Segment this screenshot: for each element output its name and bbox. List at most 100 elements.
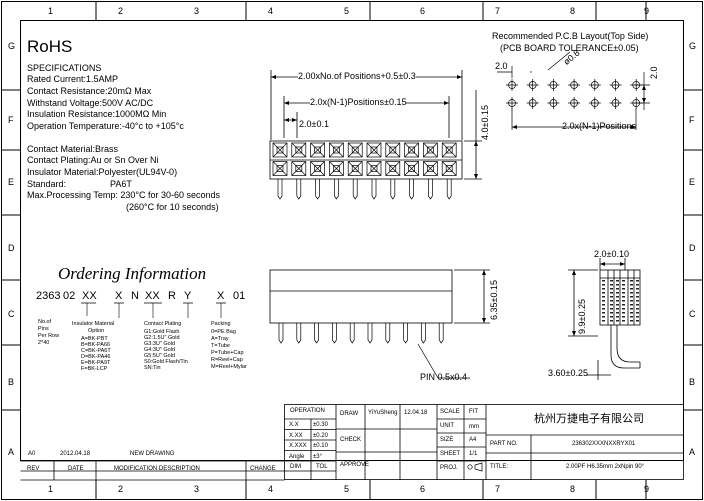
scale-label: SCALE: [440, 409, 460, 415]
code-part-9: X: [217, 290, 225, 302]
plating-opt-3: G3:3U" Gold: [144, 341, 175, 347]
col-label-2: 2: [118, 6, 124, 16]
operation-label: OPERATION: [290, 408, 325, 414]
proj-label: PROJ.: [440, 465, 458, 471]
tol-row4-key: Angle: [289, 454, 305, 460]
side-dim-offset: 3.60±0.25: [548, 368, 588, 378]
col-label-8b: 8: [570, 484, 576, 494]
code-part-7: R: [168, 290, 176, 302]
col-label-2b: 2: [118, 484, 124, 494]
col-label-3b: 3: [194, 484, 200, 494]
code-part-2: 02: [63, 290, 76, 302]
modification-header: MODIFICATION DESCRIPTION: [114, 466, 200, 472]
insulator-opt-1: A=BK-PBT: [81, 336, 108, 342]
material-line-3: Insulator Material:Polyester(UL94V-0): [27, 167, 178, 177]
size-value: A4: [469, 437, 477, 443]
part-no-label: PART NO.: [490, 441, 518, 447]
row-label-a: A: [8, 447, 15, 457]
tol-row1-key: X.X: [289, 422, 299, 428]
code-part-3: XX: [82, 290, 97, 302]
drawer-name: YiYuSheng: [368, 410, 398, 416]
row-label-g-r: G: [689, 41, 697, 51]
code-part-8: Y: [184, 290, 192, 302]
row-label-g: G: [8, 41, 16, 51]
tol-row1-val: ±0.30: [313, 422, 328, 428]
approve-label: APPROVE: [340, 462, 370, 468]
change-header: CHANGE: [250, 466, 276, 472]
dim-total-length: 2.00xNo.of Positions+0.5±0.3: [298, 71, 416, 81]
rev-value: A0: [28, 451, 36, 457]
col-label-5b: 5: [344, 484, 350, 494]
row-label-a-r: A: [689, 447, 696, 457]
packing-opt-2: A=Tray: [211, 336, 229, 342]
col-label-9b: 9: [644, 484, 650, 494]
ordering-title: Ordering Information: [58, 264, 207, 283]
check-label: CHECK: [340, 437, 362, 443]
rohs-mark: RoHS: [27, 37, 73, 56]
row-label-c-r: C: [689, 309, 696, 319]
processing-line-2: (260°C for 10 seconds): [126, 202, 219, 212]
pcb-subtitle: (PCB BOARD TOLERANCE±0.05): [500, 43, 639, 53]
sheet-label: SHEET: [440, 451, 461, 457]
packing-opt-5: R=Reel+Cap: [211, 357, 243, 363]
insulator-opt-6: F=BK-LCP: [81, 366, 108, 372]
row-label-b-r: B: [689, 377, 696, 387]
size-label: SIZE: [440, 437, 454, 443]
col-label-4: 4: [268, 6, 274, 16]
pcb-title: Recommended P.C.B Layout(Top Side): [492, 31, 649, 41]
standard-label: Standard:: [27, 179, 67, 189]
col-label-7: 7: [495, 6, 501, 16]
scale-value: FIT: [469, 409, 478, 415]
code-part-10: 01: [233, 290, 246, 302]
unit-value: mm: [469, 424, 479, 430]
spec-line-3: Withstand Voltage:500V AC/DC: [27, 98, 154, 108]
plating-opt-4: G4:3U" Gold: [144, 347, 175, 353]
draw-label: DRAW: [340, 411, 359, 417]
tol-row3-val: ±0.10: [313, 443, 328, 449]
dim-height: 4.0±0.15: [480, 105, 490, 140]
pcb-dim-pitch-x: 2.0: [495, 61, 508, 71]
col-label-9: 9: [644, 6, 650, 16]
insulator-opt-3: C=BK-PA6T: [81, 348, 111, 354]
dim-header: DIM: [290, 464, 301, 470]
standard-value: PA6T: [110, 179, 132, 189]
pins-label-1: No.of: [38, 319, 52, 325]
side-dim-pitch: 2.0±0.10: [594, 249, 629, 259]
pcb-dim-pitch-y: 2.0: [649, 66, 659, 79]
col-label-5: 5: [344, 6, 350, 16]
title-label: TITLE:: [490, 464, 509, 470]
row-label-f: F: [8, 115, 14, 125]
pcb-dim-span: 2.0x(N-1)Positions: [562, 121, 637, 131]
part-no-value: 236302XXXNXXRYX01: [572, 441, 636, 447]
packing-opt-1: 0=PE Bag: [211, 329, 236, 335]
spec-line-2: Contact Resistance:20mΩ Max: [27, 86, 152, 96]
col-label-3: 3: [194, 6, 200, 16]
tol-row4-val: ±3°: [313, 454, 323, 460]
pins-label-2: Pins: [38, 326, 49, 332]
insulator-opt-2: B=BK-PA66: [81, 342, 111, 348]
unit-label: UNIT: [440, 423, 454, 429]
tol-row2-key: X.XX: [289, 433, 303, 439]
dim-span-length: 2.0x(N-1)Positions±0.15: [310, 97, 407, 107]
col-label-4b: 4: [268, 484, 274, 494]
material-line-1: Contact Material:Brass: [27, 144, 119, 154]
rev-header: REV: [27, 466, 40, 472]
sheet-value: 1/1: [469, 451, 478, 457]
rev-desc: NEW DRAWING: [130, 451, 175, 457]
plating-opt-7: SN:Tin: [144, 365, 161, 371]
code-part-1: 2363: [36, 290, 61, 302]
spec-line-5: Operation Temperature:-40°c to +105°c: [27, 121, 184, 131]
col-label-7b: 7: [495, 484, 501, 494]
packing-opt-6: M=Reel+Mylar: [211, 364, 247, 370]
col-label-8: 8: [570, 6, 576, 16]
row-label-d: D: [8, 243, 15, 253]
plating-opt-1: G1:Gold Flash: [144, 329, 180, 335]
tol-row3-key: X.XXX: [289, 443, 307, 449]
insulator-opt-5: E=BK-PA9T: [81, 360, 111, 366]
insulator-title-2: Option: [88, 328, 105, 334]
insulator-opt-4: D=BK-PA46: [81, 354, 111, 360]
tol-header: TOL: [316, 464, 328, 470]
plating-opt-5: G5:5U" Gold: [144, 353, 175, 359]
row-label-b: B: [8, 377, 15, 387]
specs-heading: SPECIFICATIONS: [27, 63, 102, 73]
